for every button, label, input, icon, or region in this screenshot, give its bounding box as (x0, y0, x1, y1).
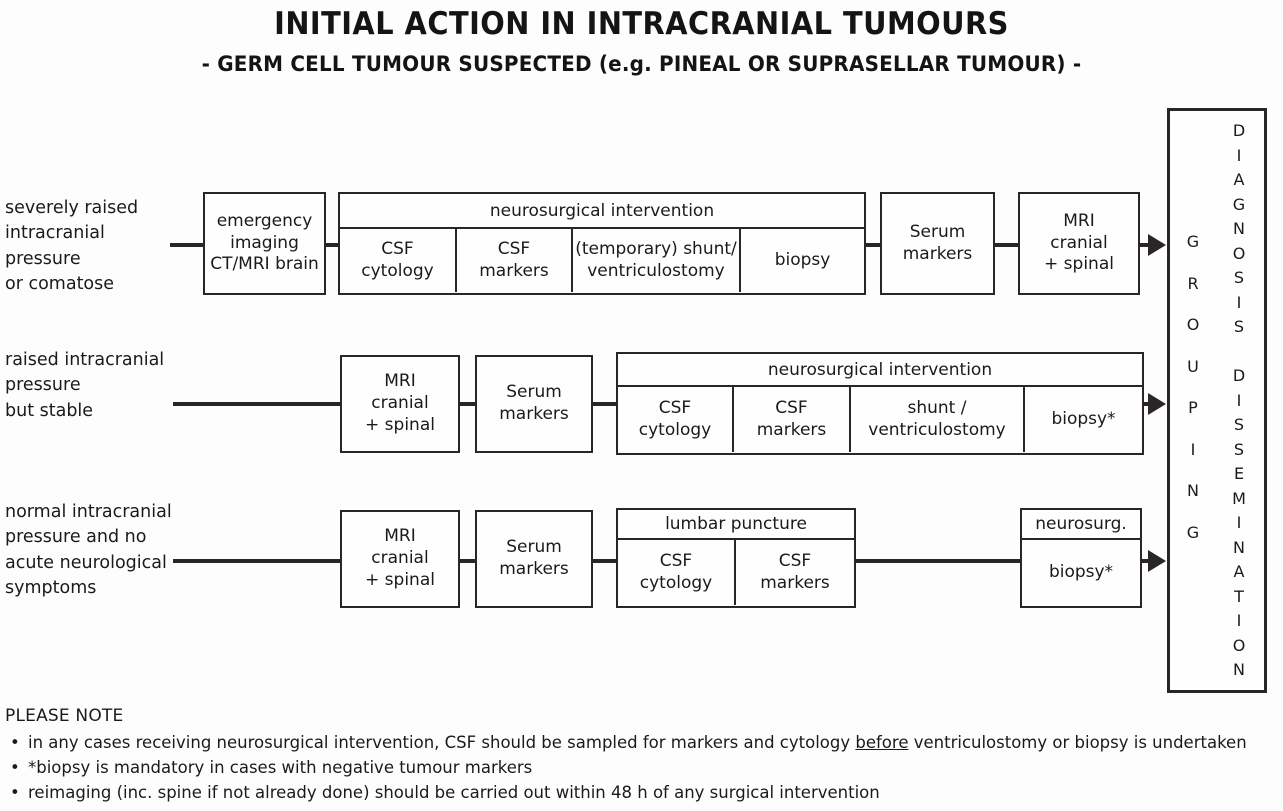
row2-box-serum-markers[interactable]: Serum markers (475, 355, 593, 453)
vertical-letter: N (1233, 660, 1245, 679)
row3-box-mri-cranial-spinal[interactable]: MRI cranial + spinal (340, 510, 460, 608)
page-title: INITIAL ACTION IN INTRACRANIAL TUMOURS (274, 6, 1009, 42)
row1-cell-csf-cytology[interactable]: CSF cytology (340, 229, 457, 292)
vertical-letter: A (1233, 170, 1245, 189)
row3-cell-biopsy[interactable]: biopsy* (1048, 561, 1114, 582)
row-label-normal-pressure: normal intracranial pressure and no acut… (5, 502, 172, 599)
row2-cell-shunt-ventriculostomy[interactable]: shunt / ventriculostomy (851, 387, 1025, 452)
note-2-pre: *biopsy is mandatory in cases with negat… (28, 758, 533, 777)
connector-row2-a (460, 402, 477, 406)
row3-neurosurg-header: neurosurg. (1022, 510, 1140, 540)
note-item-3: • reimaging (inc. spine if not already do… (10, 783, 880, 802)
vertical-letter: S (1233, 439, 1245, 459)
vertical-letter: S (1233, 268, 1245, 287)
note-1-underlined: before (855, 733, 909, 752)
row1-cell-shunt-ventriculostomy[interactable]: (temporary) shunt/ ventriculostomy (573, 229, 741, 292)
vertical-letter (1228, 340, 1250, 365)
vertical-letter: T (1234, 586, 1244, 606)
row-label-severely-raised: severely raised intracranial pressure or… (5, 198, 139, 295)
row2-group-cells: CSF cytology CSF markers shunt / ventric… (618, 387, 1142, 452)
row2-cell-csf-markers[interactable]: CSF markers (734, 387, 851, 452)
connector-row2-b (593, 402, 618, 406)
row2-cell-biopsy[interactable]: biopsy* (1051, 408, 1116, 429)
row3-arrow (1148, 550, 1166, 572)
row3-neurosurg-biopsy-group: neurosurg. biopsy* (1020, 508, 1142, 608)
connector-row1-entry (170, 243, 205, 247)
vertical-letter: R (1187, 273, 1199, 293)
vertical-letter: N (1233, 537, 1245, 557)
note-1-pre: in any cases receiving neurosurgical int… (28, 733, 856, 752)
bullet-icon: • (10, 758, 20, 777)
connector-row2-entry (173, 402, 343, 406)
row1-cell-csf-markers[interactable]: CSF markers (457, 229, 573, 292)
vertical-letter: M (1232, 488, 1246, 508)
row1-box-serum-markers[interactable]: Serum markers (880, 192, 995, 295)
vertical-letter: N (1233, 219, 1245, 238)
row1-box-mri-cranial-spinal[interactable]: MRI cranial + spinal (1018, 192, 1140, 295)
row2-neurosurgical-group: neurosurgical intervention CSF cytology … (616, 352, 1144, 455)
vertical-letter: G (1232, 194, 1246, 214)
row1-box-emergency-imaging[interactable]: emergency imaging CT/MRI brain (203, 192, 326, 295)
row2-box-mri-cranial-spinal[interactable]: MRI cranial + spinal (340, 355, 460, 453)
grouping-vertical-text: G R O U P I N G (1182, 221, 1204, 553)
vertical-letter: I (1190, 439, 1196, 459)
connector-row3-entry (173, 559, 343, 563)
page-subtitle: - GERM CELL TUMOUR SUSPECTED (e.g. PINEA… (201, 52, 1082, 76)
vertical-letter: I (1236, 292, 1242, 312)
connector-row1-c (995, 243, 1020, 247)
row3-group-header: lumbar puncture (618, 510, 854, 540)
note-3-pre: reimaging (inc. spine if not already don… (28, 783, 880, 802)
bullet-icon: • (10, 733, 20, 752)
note-1-post: ventriculostomy or biopsy is undertaken (908, 733, 1247, 752)
note-item-2: • *biopsy is mandatory in cases with nega… (10, 758, 532, 777)
row3-neurosurg-body: biopsy* (1022, 540, 1140, 605)
vertical-letter: E (1233, 464, 1245, 483)
row2-cell-csf-cytology[interactable]: CSF cytology (618, 387, 734, 452)
connector-row1-a (326, 243, 340, 247)
vertical-letter: I (1236, 513, 1242, 532)
connector-row3-b (593, 559, 618, 563)
vertical-letter: I (1236, 611, 1242, 630)
row1-group-header: neurosurgical intervention (340, 194, 864, 229)
row1-cell-biopsy[interactable]: biopsy (774, 249, 831, 270)
vertical-letter: G (1186, 232, 1200, 251)
vertical-letter: I (1236, 390, 1242, 410)
vertical-letter: N (1187, 481, 1199, 500)
row1-group-cells: CSF cytology CSF markers (temporary) shu… (340, 229, 864, 292)
vertical-letter: U (1187, 356, 1199, 376)
bullet-icon: • (10, 783, 20, 802)
note-item-1: • in any cases receiving neurosurgical in… (10, 733, 1247, 752)
vertical-letter: O (1232, 243, 1246, 263)
vertical-letter: D (1232, 366, 1246, 385)
vertical-letter: O (1232, 635, 1246, 655)
row3-cell-csf-markers[interactable]: CSF markers (760, 550, 830, 593)
vertical-letter: G (1186, 522, 1200, 542)
row2-group-header: neurosurgical intervention (618, 354, 1142, 387)
row3-lumbar-puncture-group: lumbar puncture CSF cytology CSF markers (616, 508, 856, 608)
vertical-letter: A (1233, 562, 1245, 581)
vertical-letter: S (1233, 317, 1245, 336)
row3-group-cells: CSF cytology CSF markers (618, 540, 854, 605)
vertical-letter: O (1186, 315, 1200, 334)
vertical-letter: D (1232, 121, 1246, 140)
row3-cell-csf-cytology[interactable]: CSF cytology (618, 540, 736, 605)
row-label-raised-stable: raised intracranial pressure but stable (5, 350, 165, 421)
notes-heading: PLEASE NOTE (5, 706, 124, 726)
row3-box-serum-markers[interactable]: Serum markers (475, 510, 593, 608)
vertical-letter: P (1188, 398, 1198, 417)
row2-arrow (1148, 393, 1166, 415)
connector-row1-b (866, 243, 882, 247)
row1-arrow (1148, 234, 1166, 256)
connector-row3-c (856, 559, 1022, 563)
connector-row3-a (460, 559, 477, 563)
vertical-letter: S (1233, 415, 1245, 434)
vertical-letter: I (1236, 145, 1242, 165)
row1-neurosurgical-group: neurosurgical intervention CSF cytology … (338, 192, 866, 295)
